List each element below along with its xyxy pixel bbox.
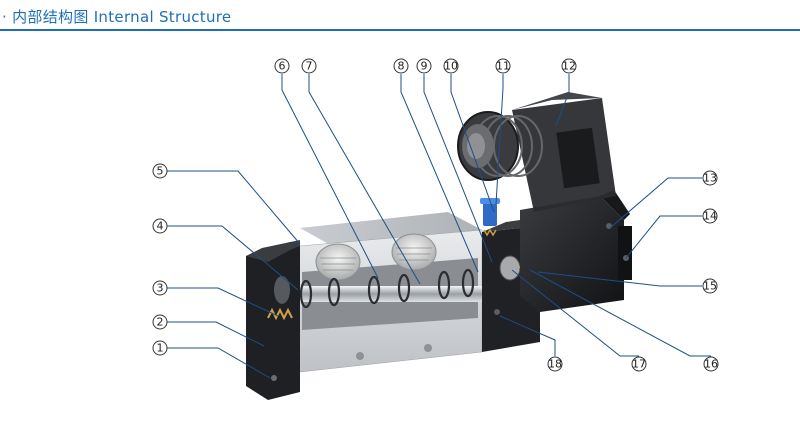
callout-17: 17	[631, 356, 647, 372]
callout-7: 7	[301, 58, 317, 74]
header-divider	[0, 29, 800, 31]
callout-4: 4	[152, 218, 168, 234]
port-b	[391, 233, 437, 271]
callout-14: 14	[702, 208, 718, 224]
svg-text:11: 11	[496, 60, 510, 73]
svg-text:4: 4	[157, 220, 164, 233]
valve-body-top	[300, 212, 482, 246]
leader-lines	[167, 74, 711, 379]
callout-6: 6	[274, 58, 290, 74]
return-spring	[267, 307, 293, 321]
manual-override	[483, 200, 497, 226]
callout-18: 18	[547, 356, 563, 372]
svg-text:14: 14	[703, 210, 717, 223]
svg-text:2: 2	[157, 316, 164, 329]
svg-text:3: 3	[157, 282, 164, 295]
svg-text:16: 16	[704, 358, 718, 371]
svg-text:7: 7	[306, 60, 313, 73]
svg-text:1: 1	[157, 342, 164, 355]
callout-8: 8	[393, 58, 409, 74]
callout-3: 3	[152, 280, 168, 296]
svg-text:17: 17	[632, 358, 646, 371]
mounting-hole	[424, 344, 432, 352]
svg-text:15: 15	[703, 280, 717, 293]
section-title: · 内部结构图 Internal Structure	[2, 8, 232, 26]
left-end-cap-top	[246, 240, 300, 262]
callout-13: 13	[702, 170, 718, 186]
spool	[296, 286, 486, 302]
callout-11: 11	[495, 58, 511, 74]
svg-text:8: 8	[398, 60, 405, 73]
svg-text:9: 9	[421, 60, 428, 73]
callout-9: 9	[416, 58, 432, 74]
pilot-armature	[499, 255, 521, 281]
solenoid-coil	[520, 196, 624, 312]
callout-16: 16	[703, 356, 719, 372]
svg-text:18: 18	[548, 358, 562, 371]
section-header: · 内部结构图 Internal Structure	[0, 0, 800, 34]
svg-text:6: 6	[279, 60, 286, 73]
svg-text:5: 5	[157, 165, 164, 178]
callout-15: 15	[702, 278, 718, 294]
callout-5: 5	[152, 163, 168, 179]
mounting-hole	[356, 352, 364, 360]
coil-side-plate	[618, 226, 632, 280]
svg-text:12: 12	[562, 60, 576, 73]
svg-text:10: 10	[444, 60, 458, 73]
callout-2: 2	[152, 314, 168, 330]
port-a	[315, 243, 361, 281]
callout-12: 12	[561, 58, 577, 74]
valve-illustration	[246, 92, 632, 400]
callout-10: 10	[443, 58, 459, 74]
svg-text:13: 13	[703, 172, 717, 185]
callout-1: 1	[152, 340, 168, 356]
